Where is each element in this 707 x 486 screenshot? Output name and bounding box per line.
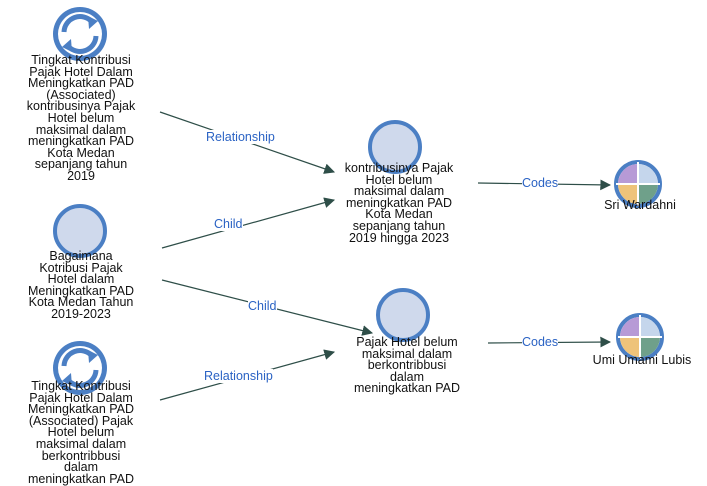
associated-node-top-label: Tingkat Kontribusi Pajak Hotel Dalam Men… bbox=[26, 53, 136, 183]
edge-label-codes-top: Codes bbox=[522, 176, 559, 190]
question-node-circle[interactable] bbox=[53, 204, 107, 258]
edge-label-codes-bottom: Codes bbox=[522, 335, 559, 349]
theme-node-top-label: kontribusinya Pajak Hotel belum maksimal… bbox=[344, 161, 454, 245]
theme-node-bottom-label: Pajak Hotel belum maksimal dalam berkont… bbox=[353, 335, 461, 396]
theme-node-bottom-circle[interactable] bbox=[376, 288, 430, 342]
edge-child-top[interactable] bbox=[161, 197, 336, 249]
edge-label-relationship-top: Relationship bbox=[206, 130, 275, 144]
associated-refresh-icon[interactable] bbox=[53, 7, 107, 61]
edge-label-relationship-bottom: Relationship bbox=[204, 369, 273, 383]
edge-label-child-bottom: Child bbox=[248, 299, 277, 313]
theme-node-top-circle[interactable] bbox=[368, 120, 422, 174]
case-node-bottom-icon[interactable] bbox=[616, 313, 664, 361]
case-node-top-label: Sri Wardahni bbox=[604, 198, 676, 212]
associated-node-bottom-label: Tingkat Kontribusi Pajak Hotel Dalam Men… bbox=[27, 379, 135, 486]
associated-refresh-icon[interactable] bbox=[53, 341, 107, 395]
case-node-top-icon[interactable] bbox=[614, 160, 662, 208]
question-node-label: Bagaimana Kotribusi Pajak Hotel dalam Me… bbox=[27, 249, 135, 321]
edge-label-child-top: Child bbox=[214, 217, 243, 231]
case-node-bottom-label: Umi Umami Lubis bbox=[592, 353, 692, 367]
